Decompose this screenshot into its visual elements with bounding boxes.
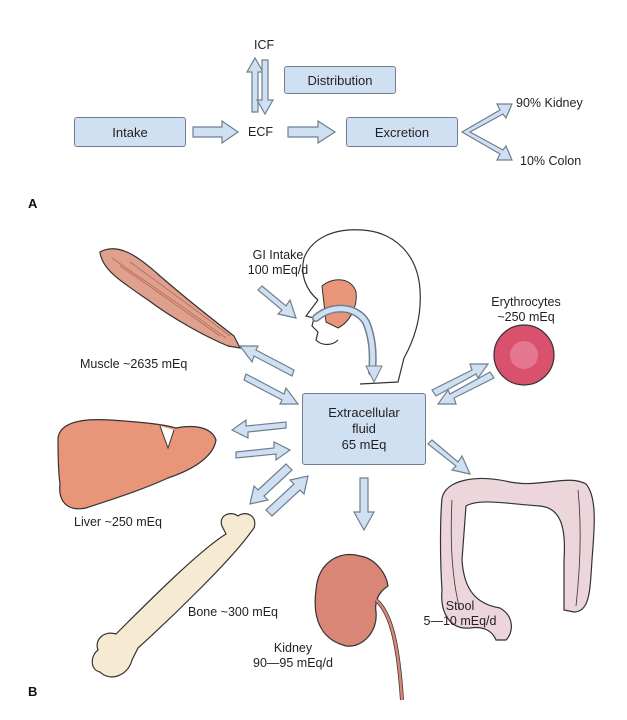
extracellular-fluid-box: Extracellular fluid 65 mEq	[302, 393, 426, 465]
arrow-liver-exchange	[230, 418, 292, 462]
panel-a-label: A	[28, 196, 38, 211]
stool-label: Stool 5—10 mEq/d	[412, 599, 508, 629]
arrow-bone-exchange	[249, 463, 309, 517]
arrow-erythrocyte-exchange	[431, 363, 495, 405]
arrow-ecf-icf-exchange	[245, 56, 275, 116]
gi-intake-line2: 100 mEq/d	[247, 263, 309, 277]
erythrocyte-illustration	[493, 324, 555, 386]
erythrocytes-line2: ~250 mEq	[497, 310, 555, 324]
intake-box: Intake	[74, 117, 186, 147]
intake-label: Intake	[112, 124, 148, 140]
colon-illustration	[439, 477, 595, 641]
distribution-label: Distribution	[307, 72, 373, 88]
muscle-illustration	[99, 248, 242, 349]
kidney-illustration	[314, 554, 404, 701]
icf-label: ICF	[254, 38, 275, 52]
liver-illustration	[57, 419, 217, 510]
bone-label: Bone ~300 mEq	[188, 605, 278, 619]
kidney-line1: Kidney	[273, 641, 313, 655]
arrow-to-colon	[427, 439, 472, 475]
panel-b-label: B	[28, 684, 38, 699]
arrow-intake-to-ecf	[192, 119, 240, 145]
arrow-ecf-to-excretion	[287, 119, 337, 145]
kidney-organ-label: Kidney 90—95 mEq/d	[248, 641, 338, 671]
head-illustration	[302, 229, 421, 385]
arrow-muscle-exchange	[238, 345, 300, 405]
gi-intake-label: GI Intake 100 mEq/d	[238, 248, 318, 278]
liver-label: Liver ~250 mEq	[74, 515, 162, 529]
stool-line2: 5—10 mEq/d	[423, 614, 497, 628]
ecf-box-line1: Extracellular	[328, 405, 400, 420]
erythrocytes-line1: Erythrocytes	[491, 295, 561, 309]
ecf-box-line3: 65 mEq	[341, 437, 387, 452]
ecf-label: ECF	[248, 125, 273, 139]
muscle-label: Muscle ~2635 mEq	[80, 357, 188, 371]
colon-share-label: 10% Colon	[520, 154, 582, 168]
erythrocytes-label: Erythrocytes ~250 mEq	[476, 295, 576, 325]
arrow-excretion-split	[460, 103, 513, 161]
arrow-to-kidney	[352, 477, 376, 532]
excretion-label: Excretion	[374, 124, 430, 140]
gi-intake-line1: GI Intake	[252, 248, 304, 262]
excretion-box: Excretion	[346, 117, 458, 147]
distribution-box: Distribution	[284, 66, 396, 94]
kidney-share-label: 90% Kidney	[516, 96, 583, 110]
stool-line1: Stool	[445, 599, 475, 613]
ecf-box-line2: fluid	[352, 421, 376, 436]
kidney-line2: 90—95 mEq/d	[253, 656, 333, 670]
arrow-gi-intake	[257, 285, 297, 319]
bone-illustration	[91, 513, 256, 678]
